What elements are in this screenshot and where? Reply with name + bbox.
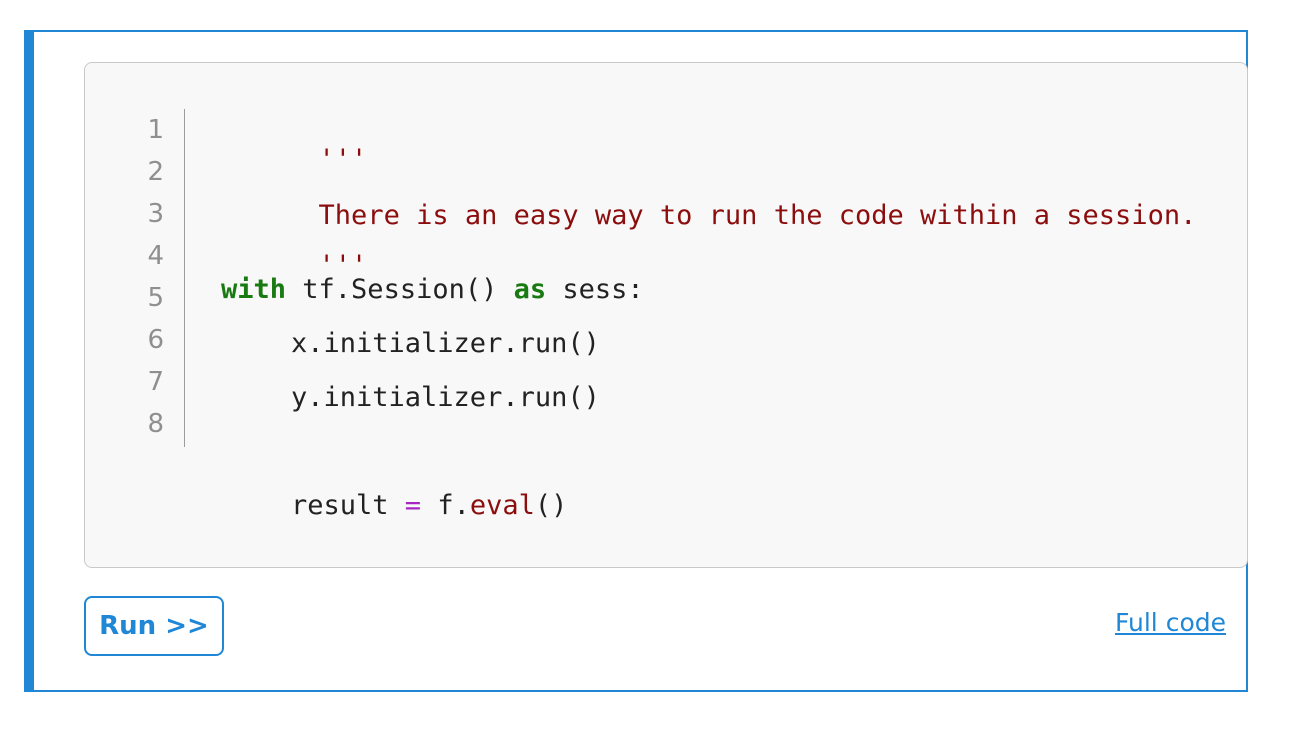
- code-line: with tf.Session() as sess:: [221, 273, 644, 307]
- code-line: ''': [221, 215, 368, 317]
- code-line: result = f.eval(): [221, 489, 567, 523]
- line-number: 8: [147, 409, 164, 439]
- docstring-quote: ''': [318, 144, 368, 175]
- code-text: x.initializer.run(): [291, 328, 600, 359]
- code-text: f.: [421, 490, 470, 521]
- assign-operator: =: [404, 490, 422, 521]
- function-name: eval: [469, 490, 535, 521]
- run-button[interactable]: Run >>: [84, 596, 224, 656]
- code-line: x.initializer.run(): [221, 327, 600, 361]
- code-widget-card: 1 2 3 4 5 6 7 8 ''' There is an easy way…: [24, 30, 1248, 692]
- code-text: result: [291, 490, 405, 521]
- line-number: 5: [147, 283, 164, 313]
- code-editor[interactable]: 1 2 3 4 5 6 7 8 ''' There is an easy way…: [84, 62, 1248, 568]
- line-number: 1: [147, 115, 164, 145]
- line-number: 2: [147, 157, 164, 187]
- code-text: tf.Session(): [286, 274, 514, 305]
- keyword-with: with: [221, 274, 287, 305]
- code-text: sess:: [546, 274, 644, 305]
- code-text: (): [534, 490, 568, 521]
- docstring-quote: ''': [318, 250, 368, 281]
- code-text: y.initializer.run(): [291, 382, 600, 413]
- line-number-gutter: 1 2 3 4 5 6 7 8: [145, 109, 185, 447]
- code-line: ''': [221, 109, 368, 211]
- line-number: 6: [147, 325, 164, 355]
- line-number: 7: [147, 367, 164, 397]
- full-code-link[interactable]: Full code: [1115, 608, 1226, 637]
- docstring-text: There is an easy way to run the code wit…: [318, 200, 1197, 231]
- line-number: 3: [147, 199, 164, 229]
- keyword-as: as: [513, 274, 547, 305]
- line-number: 4: [147, 241, 164, 271]
- code-line: y.initializer.run(): [221, 381, 600, 415]
- code-line: There is an easy way to run the code wit…: [221, 165, 1197, 267]
